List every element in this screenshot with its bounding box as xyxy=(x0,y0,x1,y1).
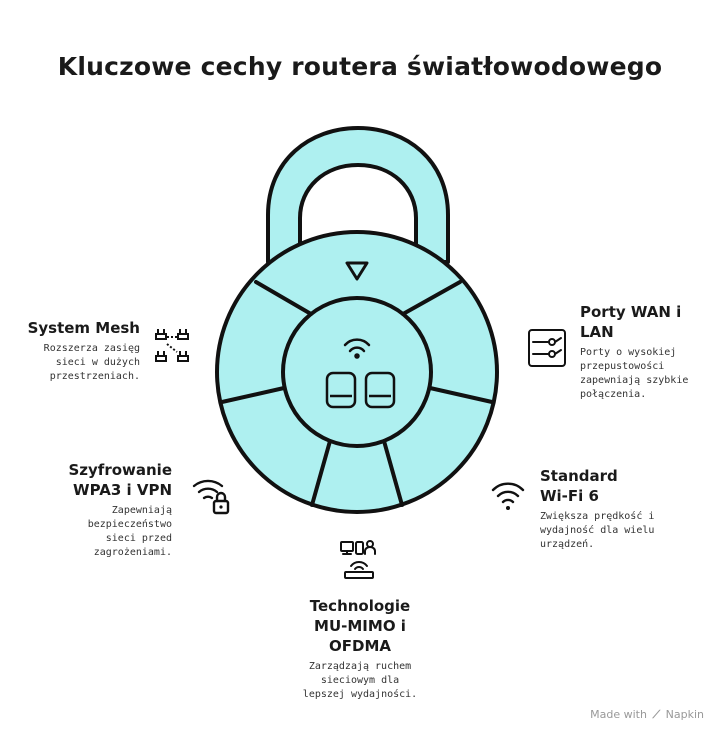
feature-wpa-desc-line: bezpieczeństwo xyxy=(87,519,172,530)
ring-divider xyxy=(220,386,286,404)
footer-brand: Napkin xyxy=(665,708,704,721)
feature-mumimo-desc-line: sieciowym dla xyxy=(320,675,400,686)
feature-wpa-desc-line: Zapewniają xyxy=(111,505,172,516)
feature-mumimo-title-line: OFDMA xyxy=(329,637,391,655)
feature-mesh-title: System Mesh xyxy=(27,319,140,337)
feature-wifi6-title-line: Wi-Fi 6 xyxy=(540,487,599,505)
ring-divider xyxy=(310,439,332,507)
ring-divider xyxy=(401,280,462,316)
feature-mumimo: Technologie MU-MIMO i OFDMA Zarządzają r… xyxy=(280,596,440,702)
feature-wpa-title-line: WPA3 i VPN xyxy=(73,481,172,499)
napkin-logo-icon: ⟋ xyxy=(652,708,661,721)
triangle-marker-icon xyxy=(345,261,369,281)
feature-mesh: System Mesh Rozszerza zasięg sieci w duż… xyxy=(20,318,140,384)
footer-credit: Made with ⟋ Napkin xyxy=(590,708,704,722)
feature-wifi6-desc-line: urządzeń. xyxy=(540,539,595,550)
feature-ports-title-line: LAN xyxy=(580,323,614,341)
padlock-shackle xyxy=(266,126,450,264)
mu-mimo-devices-icon xyxy=(340,540,376,579)
feature-wifi6: Standard Wi-Fi 6 Zwiększa prędkość i wyd… xyxy=(540,466,700,552)
wifi-lock-icon xyxy=(192,479,230,515)
wifi-icon xyxy=(491,482,525,510)
page-title: Kluczowe cechy routera światłowodowego xyxy=(57,52,663,81)
feature-ports: Porty WAN i LAN Porty o wysokiej przepus… xyxy=(580,302,710,402)
feature-ports-title-line: Porty WAN i xyxy=(580,303,682,321)
feature-wpa-desc-line: sieci przed xyxy=(105,533,172,544)
footer-made-with: Made with xyxy=(590,708,647,721)
feature-mumimo-title-line: MU-MIMO i xyxy=(314,617,406,635)
feature-wifi6-desc-line: wydajność dla wielu xyxy=(540,525,655,536)
feature-mesh-desc-line: sieci w dużych xyxy=(55,357,140,368)
ring-divider xyxy=(382,439,404,507)
feature-mesh-desc-line: Rozszerza zasięg xyxy=(43,343,140,354)
mesh-network-icon xyxy=(155,329,189,362)
feature-wpa-title-line: Szyfrowanie xyxy=(68,461,172,479)
ring-divider xyxy=(428,386,494,404)
core-wifi-icon xyxy=(343,338,371,359)
core-router-units-icon xyxy=(325,371,396,409)
padlock-core xyxy=(281,296,433,448)
feature-mumimo-desc-line: Zarządzają ruchem xyxy=(308,661,412,672)
feature-mumimo-title-line: Technologie xyxy=(309,597,411,615)
network-ports-icon xyxy=(528,329,566,367)
feature-mumimo-desc-line: lepszej wydajności. xyxy=(302,689,418,700)
feature-mesh-desc-line: przestrzeniach. xyxy=(49,371,140,382)
feature-wifi6-desc-line: Zwiększa prędkość i xyxy=(540,511,655,522)
feature-wpa: Szyfrowanie WPA3 i VPN Zapewniają bezpie… xyxy=(30,460,172,560)
feature-ports-desc-line: Porty o wysokiej xyxy=(580,347,677,358)
ring-divider xyxy=(254,280,313,316)
feature-ports-desc-line: przepustowości xyxy=(580,361,665,372)
feature-ports-desc-line: połączenia. xyxy=(580,389,647,400)
feature-wpa-desc-line: zagrożeniami. xyxy=(93,547,172,558)
feature-wifi6-title-line: Standard xyxy=(540,467,618,485)
feature-ports-desc-line: zapewniają szybkie xyxy=(580,375,689,386)
